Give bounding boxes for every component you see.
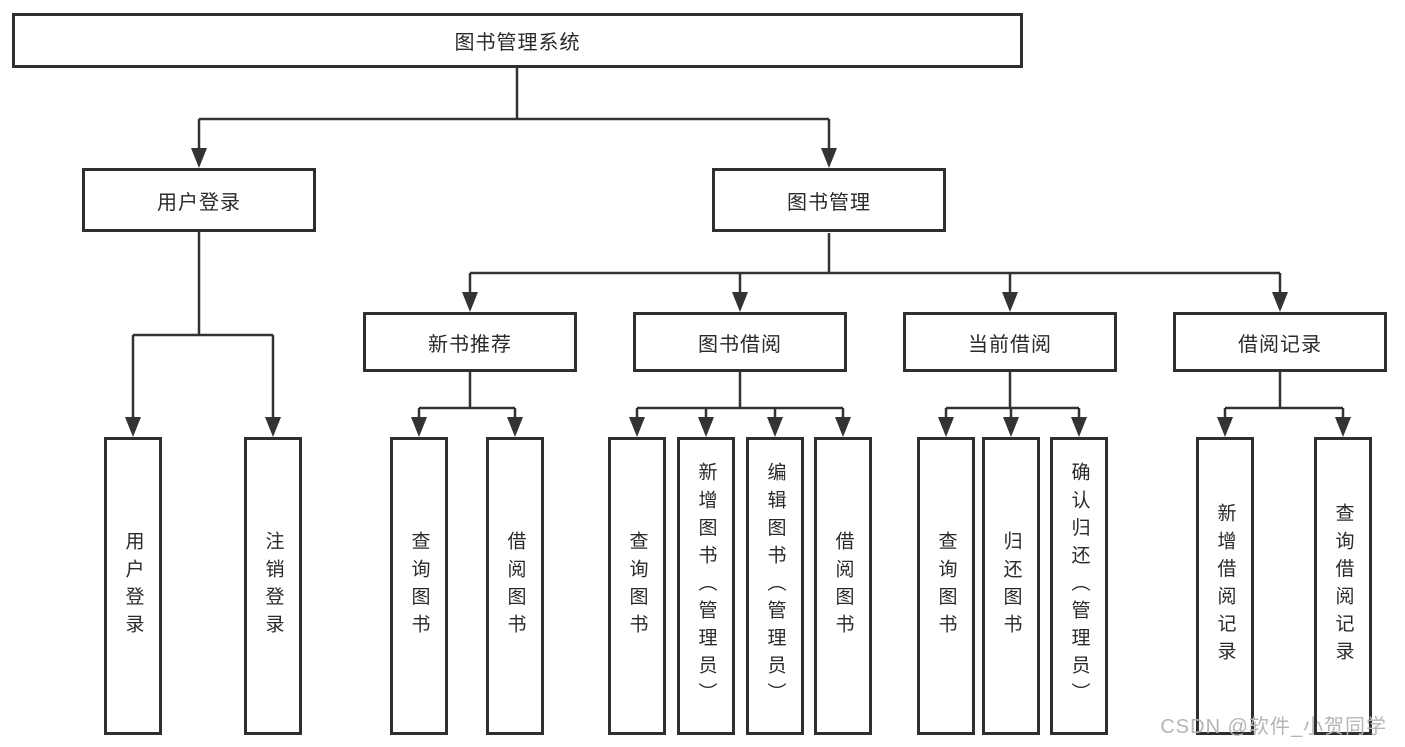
arrow-icon (698, 417, 714, 437)
arrow-icon (1335, 417, 1351, 437)
leaf-edit-book-admin: 编辑图书（管理员） (746, 437, 804, 735)
arrow-icon (507, 417, 523, 437)
node-library-system: 图书管理系统 (12, 13, 1023, 68)
connector-bookmgmt-to-level3 (468, 233, 1282, 296)
arrow-icon (1217, 417, 1233, 437)
node-label: 查询借阅记录 (1332, 503, 1354, 669)
arrow-icon (629, 417, 645, 437)
node-user-login-branch: 用户登录 (82, 168, 316, 232)
leaf-confirm-return-admin: 确认归还（管理员） (1050, 437, 1108, 735)
leaf-user-login: 用户登录 (104, 437, 162, 735)
node-borrow-records: 借阅记录 (1173, 312, 1387, 372)
leaf-query-books: 查询图书 (917, 437, 975, 735)
arrow-icon (1272, 292, 1288, 312)
node-label: 用户登录 (122, 530, 144, 642)
connector-newbook-to-leaves (417, 372, 517, 421)
node-label: 新增图书（管理员） (695, 462, 717, 710)
node-label: 编辑图书（管理员） (764, 462, 786, 710)
connector-currentborrow-to-leaves (944, 372, 1081, 421)
leaf-add-book-admin: 新增图书（管理员） (677, 437, 735, 735)
leaf-add-borrow-record: 新增借阅记录 (1196, 437, 1254, 735)
leaf-query-borrow-record: 查询借阅记录 (1314, 437, 1372, 735)
leaf-borrow-books: 借阅图书 (814, 437, 872, 735)
node-label: 图书管理系统 (454, 32, 581, 54)
arrow-icon (938, 417, 954, 437)
arrow-icon (767, 417, 783, 437)
node-label: 查询图书 (626, 530, 648, 642)
node-label: 图书借阅 (698, 333, 782, 356)
arrow-icon (265, 417, 281, 437)
node-label: 确认归还（管理员） (1068, 462, 1090, 710)
node-label: 新书推荐 (428, 333, 512, 356)
node-label: 借阅图书 (504, 530, 526, 642)
node-label: 注销登录 (262, 530, 284, 642)
arrow-icon (1071, 417, 1087, 437)
connector-userlogin-to-leaves (131, 232, 275, 421)
csdn-watermark: CSDN @软件_小贺同学 (1160, 716, 1387, 738)
arrow-icon (462, 292, 478, 312)
connector-bookborrow-to-leaves (635, 372, 845, 421)
node-label: 用户登录 (157, 191, 241, 214)
node-current-borrow: 当前借阅 (903, 312, 1117, 372)
leaf-return-books: 归还图书 (982, 437, 1040, 735)
connector-records-to-leaves (1223, 372, 1345, 421)
node-label: 借阅记录 (1238, 333, 1322, 356)
node-label: 当前借阅 (968, 333, 1052, 356)
arrow-icon (1002, 292, 1018, 312)
node-book-management: 图书管理 (712, 168, 946, 232)
node-label: 查询图书 (408, 530, 430, 642)
leaf-logout-login: 注销登录 (244, 437, 302, 735)
arrow-icon (125, 417, 141, 437)
connector-root-to-level2 (197, 68, 831, 152)
arrow-icon (1003, 417, 1019, 437)
arrow-icon (821, 148, 837, 168)
node-label: 新增借阅记录 (1214, 503, 1236, 669)
arrow-icon (732, 292, 748, 312)
arrow-icon (191, 148, 207, 168)
leaf-borrow-books: 借阅图书 (486, 437, 544, 735)
node-label: 借阅图书 (832, 530, 854, 642)
arrow-icon (411, 417, 427, 437)
node-label: 查询图书 (935, 530, 957, 642)
node-book-borrow: 图书借阅 (633, 312, 847, 372)
arrow-icon (835, 417, 851, 437)
arrowheads (125, 148, 1351, 437)
node-new-book-recommend: 新书推荐 (363, 312, 577, 372)
node-label: 图书管理 (787, 191, 871, 214)
leaf-query-books: 查询图书 (390, 437, 448, 735)
node-label: 归还图书 (1000, 530, 1022, 642)
leaf-query-books: 查询图书 (608, 437, 666, 735)
